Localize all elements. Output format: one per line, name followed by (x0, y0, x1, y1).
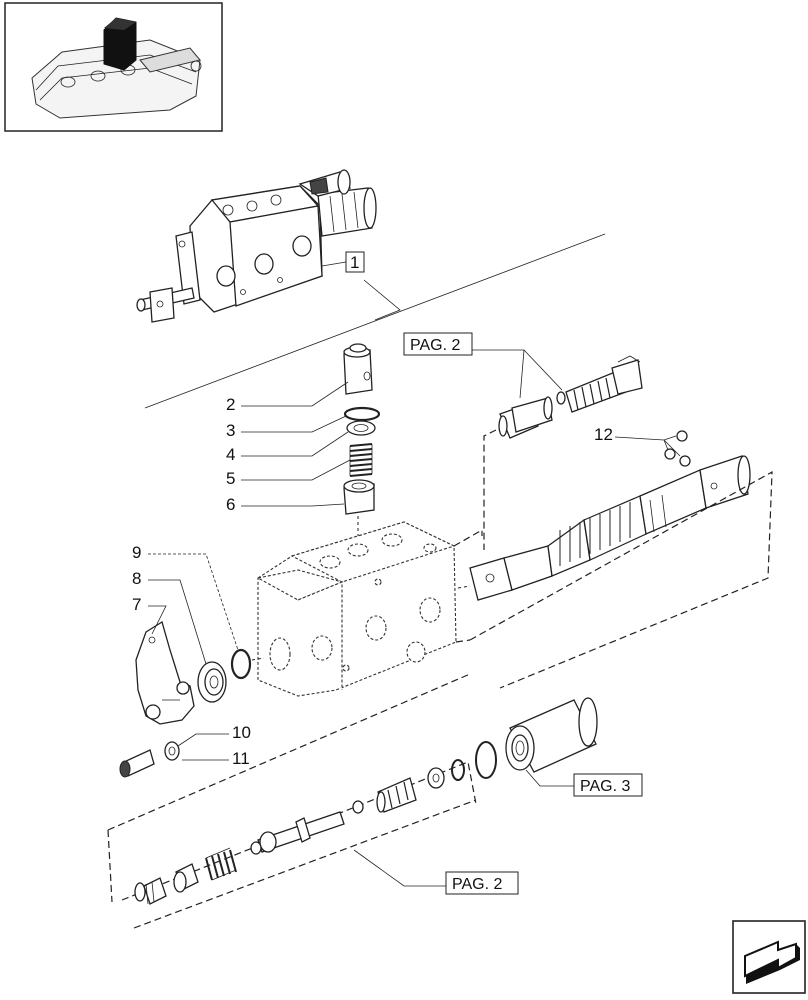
callout-4-label: 4 (226, 445, 235, 464)
part-4-washer (346, 420, 376, 436)
callout-1[interactable]: 1 (321, 251, 401, 321)
bottom-spring-seat (376, 777, 417, 813)
next-page-button[interactable] (732, 920, 806, 994)
callout-9[interactable]: 9 (132, 543, 239, 651)
callout-3-label: 3 (226, 421, 235, 440)
part-9-o-ring (230, 648, 252, 680)
next-page-arrow-icon (744, 940, 800, 984)
bottom-ball (352, 800, 364, 814)
valve-assembly (136, 169, 377, 323)
bottom-spring (205, 847, 237, 881)
callout-8[interactable]: 8 (132, 569, 207, 665)
bottom-spring-cap (173, 863, 199, 893)
fitting-assembly (498, 355, 643, 439)
bottom-o-ring-2 (451, 759, 465, 781)
callout-6[interactable]: 6 (226, 495, 345, 514)
callout-pag2-top[interactable]: PAG. 2 (403, 332, 563, 399)
part-7-lever (135, 620, 195, 725)
pag2-top-ref: PAG. 2 (410, 337, 460, 354)
section-divider-line (144, 233, 606, 409)
bottom-pin (250, 811, 345, 855)
part-5-spring (349, 443, 373, 477)
pag3-ref: PAG. 3 (580, 778, 630, 795)
part-8-bearing (197, 661, 227, 703)
callout-12[interactable]: 12 (594, 425, 681, 457)
bottom-washer (427, 767, 445, 789)
callout-10[interactable]: 10 (177, 723, 251, 747)
callout-1-label: 1 (350, 253, 359, 272)
bottom-adjuster (134, 877, 167, 905)
thumbnail-frame[interactable] (4, 2, 223, 132)
callout-5-label: 5 (226, 469, 235, 488)
callout-5[interactable]: 5 (226, 459, 351, 488)
callout-6-label: 6 (226, 495, 235, 514)
callout-pag2-bottom[interactable]: PAG. 2 (353, 849, 519, 895)
part-6-seat (343, 479, 375, 515)
pag2-bottom-ref: PAG. 2 (452, 876, 502, 893)
part-3-o-ring (343, 406, 381, 422)
part-12-rings (664, 430, 691, 467)
part-10-washer (164, 741, 180, 761)
callout-8-label: 8 (132, 569, 141, 588)
callout-11-label: 11 (232, 749, 250, 768)
callout-2-label: 2 (226, 395, 235, 414)
callout-9-label: 9 (132, 543, 141, 562)
callout-pag3[interactable]: PAG. 3 (525, 769, 643, 797)
callout-2[interactable]: 2 (226, 381, 349, 414)
valve-housing (256, 521, 457, 697)
callout-11[interactable]: 11 (182, 749, 250, 768)
callout-12-label: 12 (594, 425, 613, 444)
callout-10-label: 10 (232, 723, 251, 742)
callout-3[interactable]: 3 (226, 415, 347, 440)
cylinder-sleeve (505, 697, 598, 773)
main-spool (469, 455, 751, 601)
part-2-plug (343, 343, 373, 395)
callout-7[interactable]: 7 (132, 595, 167, 635)
callout-7-label: 7 (132, 595, 141, 614)
tractor-lift-thumbnail-icon (31, 17, 202, 119)
part-11-screw (119, 749, 155, 778)
callout-4[interactable]: 4 (226, 431, 349, 464)
bottom-o-ring-1 (475, 741, 497, 779)
